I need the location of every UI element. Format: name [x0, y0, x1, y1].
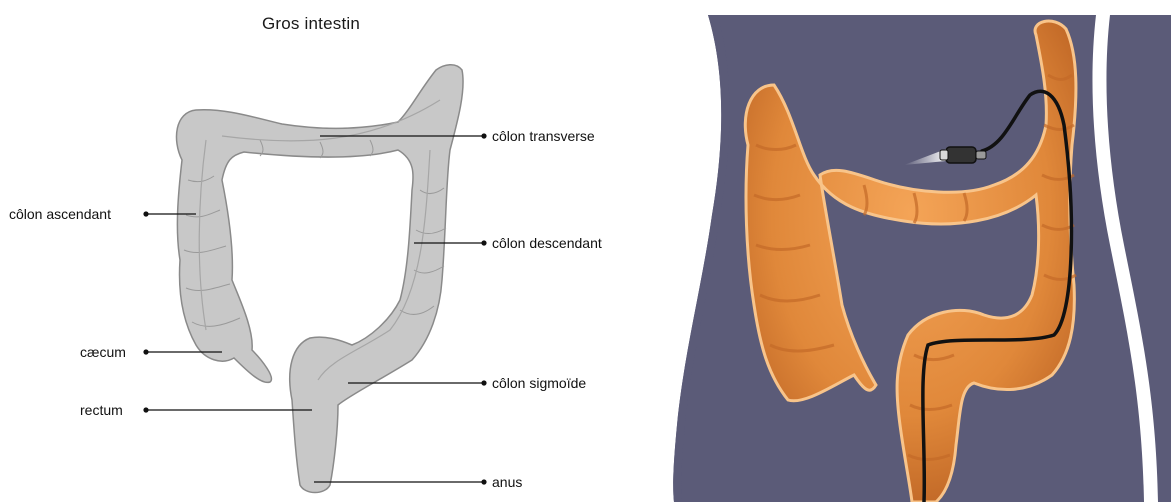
label-colon-sigmoide: côlon sigmoïde — [492, 375, 586, 391]
label-anus: anus — [492, 474, 522, 490]
colonoscopy-illustration — [664, 15, 1171, 502]
anatomy-diagram-panel: Gros intestin — [0, 0, 640, 502]
large-intestine-illustration — [0, 0, 640, 502]
label-colon-descendant: côlon descendant — [492, 235, 602, 251]
diagram-title: Gros intestin — [216, 14, 406, 34]
intestine-shape — [176, 65, 463, 493]
colonoscopy-illustration-panel — [664, 15, 1171, 502]
label-colon-ascendant: côlon ascendant — [9, 206, 111, 222]
label-colon-transverse: côlon transverse — [492, 128, 595, 144]
label-caecum: cæcum — [80, 344, 126, 360]
label-rectum: rectum — [80, 402, 123, 418]
